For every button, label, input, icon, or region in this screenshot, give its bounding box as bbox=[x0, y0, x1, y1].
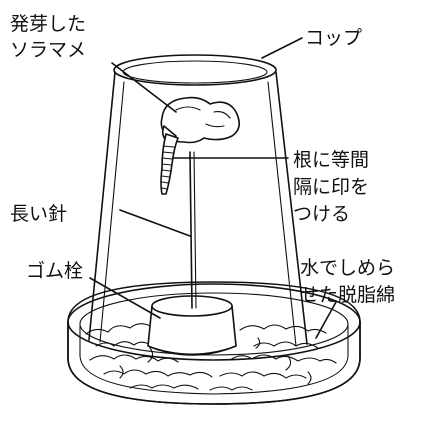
label-mark-line3: つける bbox=[293, 203, 350, 225]
label-sprouted-bean-line2: ソラマメ bbox=[10, 39, 86, 61]
leader-rubber-stopper bbox=[89, 277, 161, 319]
label-mark-line1: 根に等間 bbox=[293, 149, 369, 171]
label-cup: コップ bbox=[305, 27, 362, 49]
wet-cotton bbox=[85, 323, 337, 391]
leader-sprouted-bean bbox=[111, 62, 177, 113]
label-sprouted-bean-line1: 発芽した bbox=[10, 13, 86, 35]
sprouted-bean bbox=[160, 96, 240, 195]
label-cotton-line1: 水でしめら bbox=[300, 257, 395, 279]
long-needle bbox=[189, 151, 197, 309]
leader-cup bbox=[261, 37, 303, 59]
label-rubber-stopper: ゴム栓 bbox=[26, 260, 83, 282]
label-cotton-line2: せた脱脂綿 bbox=[300, 284, 395, 306]
label-needle: 長い針 bbox=[10, 203, 67, 225]
labels: 発芽した ソラマメ コップ 根に等間 隔に印を つける 長い針 ゴム栓 水でしめ… bbox=[10, 13, 395, 306]
root-marks bbox=[161, 145, 175, 190]
leader-cotton bbox=[315, 301, 337, 339]
leader-lines bbox=[89, 37, 337, 339]
leader-needle bbox=[119, 209, 191, 237]
label-mark-line2: 隔に印を bbox=[293, 176, 369, 198]
